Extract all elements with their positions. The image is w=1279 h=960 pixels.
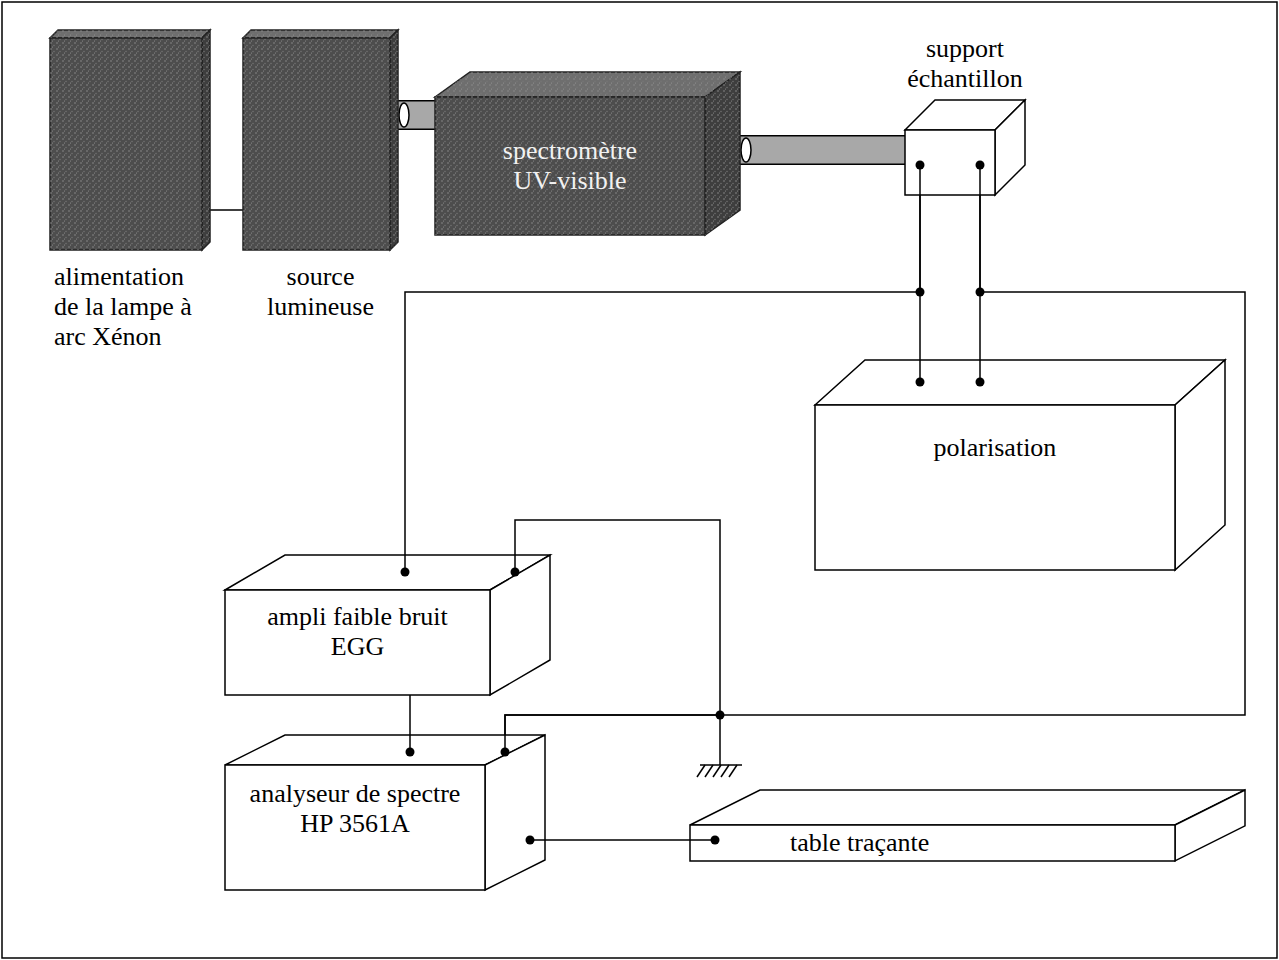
power-supply-box: alimentation de la lampe à arc Xénon — [50, 30, 210, 250]
box-top-face — [50, 30, 210, 38]
bias-box: polarisation — [815, 360, 1225, 570]
box-top-face — [815, 360, 1225, 405]
box-top-face — [690, 790, 1245, 825]
box-texture — [202, 30, 210, 250]
terminal-dot — [711, 836, 720, 845]
instrument-label: spectromètre UV-visible — [435, 136, 705, 196]
box-front-face — [225, 590, 490, 695]
box-side-face — [490, 555, 550, 695]
terminal-dot — [401, 568, 410, 577]
terminal-dot — [916, 378, 925, 387]
box-texture — [50, 30, 210, 38]
box-outline — [690, 790, 1245, 861]
connector-group — [740, 138, 905, 162]
plotter-box: table traçante — [690, 790, 1245, 861]
box-texture — [243, 30, 398, 38]
wire — [505, 195, 1245, 735]
box-side-face — [485, 735, 545, 890]
box-texture — [705, 72, 740, 235]
terminal-dot — [501, 748, 510, 757]
fiber-end — [399, 103, 409, 127]
box-texture — [435, 72, 740, 97]
box-outline — [243, 30, 398, 250]
wire — [545, 839, 690, 841]
connector-group — [505, 195, 1245, 735]
terminal-dot — [976, 378, 985, 387]
ground-symbol — [697, 715, 742, 777]
box-front-face — [435, 97, 705, 235]
instrument-label: analyseur de spectre HP 3561A — [225, 779, 485, 839]
box-texture — [435, 97, 705, 235]
box-front-face — [225, 765, 485, 890]
box-texture — [243, 38, 390, 250]
box-top-face — [243, 30, 398, 38]
optical-fiber — [740, 137, 905, 164]
instrument-label: support échantillon — [885, 34, 1045, 94]
analyzer-box: analyseur de spectre HP 3561A — [225, 735, 545, 890]
optical-fiber — [398, 102, 435, 129]
connector-group — [545, 840, 690, 841]
connector-group — [398, 103, 435, 127]
box-side-face — [1175, 360, 1225, 570]
instrument-label: table traçante — [790, 828, 1110, 858]
box-front-face — [905, 130, 995, 195]
wire — [409, 695, 411, 735]
fiber-end — [741, 138, 751, 162]
box-texture — [50, 38, 202, 250]
instrument-label: source lumineuse — [238, 262, 403, 322]
box-front-face — [243, 38, 390, 250]
instrument-label: alimentation de la lampe à arc Xénon — [54, 262, 204, 352]
terminal-dot — [976, 161, 985, 170]
instrument-label: polarisation — [815, 433, 1175, 463]
amplifier-box: ampli faible bruit EGG — [225, 555, 550, 695]
connector-group — [410, 695, 411, 735]
box-outline — [50, 30, 210, 250]
box-front-face — [690, 825, 1175, 861]
light-source-box: source lumineuse — [243, 30, 398, 250]
box-side-face — [1175, 790, 1245, 861]
box-texture — [390, 30, 398, 250]
fiber-outline — [740, 135, 905, 165]
terminal-dot — [406, 748, 415, 757]
box-side-face — [705, 72, 740, 235]
sample-holder-box: support échantillon — [905, 100, 1025, 195]
box-outline — [905, 100, 1025, 195]
terminal-dot — [916, 161, 925, 170]
terminal-dot — [511, 568, 520, 577]
fiber-outline — [398, 100, 435, 130]
spectrometer-box: spectromètre UV-visible — [435, 72, 740, 235]
box-side-face — [202, 30, 210, 250]
instrument-label: ampli faible bruit EGG — [225, 602, 490, 662]
connector-group — [210, 210, 243, 211]
box-front-face — [50, 38, 202, 250]
box-front-face — [815, 405, 1175, 570]
terminal-dot — [526, 836, 535, 845]
box-side-face — [390, 30, 398, 250]
wire — [210, 209, 243, 211]
box-side-face — [995, 100, 1025, 195]
box-top-face — [435, 72, 740, 97]
box-outline — [815, 360, 1225, 570]
